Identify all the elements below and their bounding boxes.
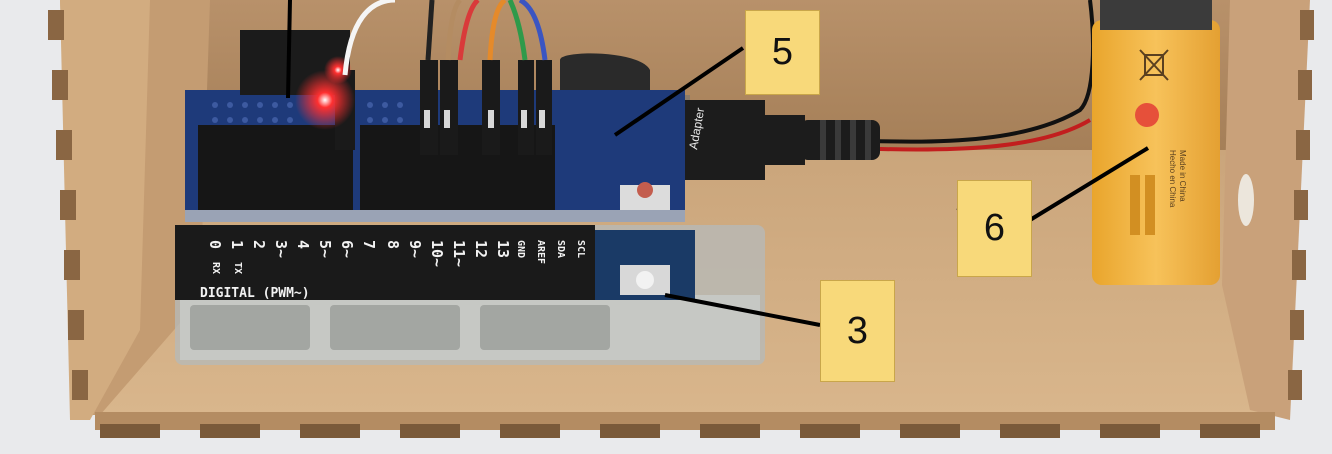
- right-wall: [1222, 0, 1310, 420]
- pin-label-8: 8: [384, 240, 402, 249]
- pin-label-gnd: GND: [515, 240, 526, 258]
- callout-3-label: 3: [846, 309, 869, 352]
- pin-label-scl: SCL: [575, 240, 586, 258]
- callout-6-label: 6: [983, 207, 1006, 249]
- jumper-wires: [342, 0, 548, 76]
- battery-text-2: Hecho en China: [1168, 150, 1177, 208]
- pin-label-aref: AREF: [535, 240, 546, 264]
- arduino-board: DIGITAL (PWM~): [175, 225, 765, 365]
- proto-shield: [185, 30, 685, 222]
- pin-label-2: 2: [250, 240, 268, 249]
- led-glow: [295, 70, 355, 130]
- callout-3: 3: [820, 280, 895, 382]
- callout-6: 6: [957, 180, 1032, 277]
- battery: Made in China Hecho en China: [1092, 0, 1220, 285]
- pin-label-12: 12: [472, 240, 490, 258]
- pin-label-0: 0: [206, 240, 224, 249]
- pin-label-11: 11~: [450, 240, 468, 267]
- pin-label-tx: TX: [232, 262, 243, 274]
- pin-label-6: 6~: [338, 240, 356, 258]
- callout-5-label: 5: [771, 31, 794, 73]
- pin-label-10: 10~: [428, 240, 446, 267]
- pin-label-5: 5~: [316, 240, 334, 258]
- pin-labels: 0 1 2 3~ 4 5~ 6~ 7 8 9~ 10~ 11~ 12 13 GN…: [206, 240, 586, 274]
- pin-label-4: 4: [294, 240, 312, 249]
- digital-label: DIGITAL (PWM~): [200, 286, 310, 301]
- pin-label-9: 9~: [406, 240, 424, 258]
- callout-5: 5: [745, 10, 820, 95]
- pin-label-3: 3~: [272, 240, 290, 258]
- pin-label-sda: SDA: [555, 240, 566, 258]
- pin-label-13: 13: [494, 240, 512, 258]
- battery-text-1: Made in China: [1178, 150, 1187, 202]
- pin-label-rx: RX: [210, 262, 221, 274]
- pin-label-7: 7: [360, 240, 378, 249]
- pin-label-1: 1: [228, 240, 246, 249]
